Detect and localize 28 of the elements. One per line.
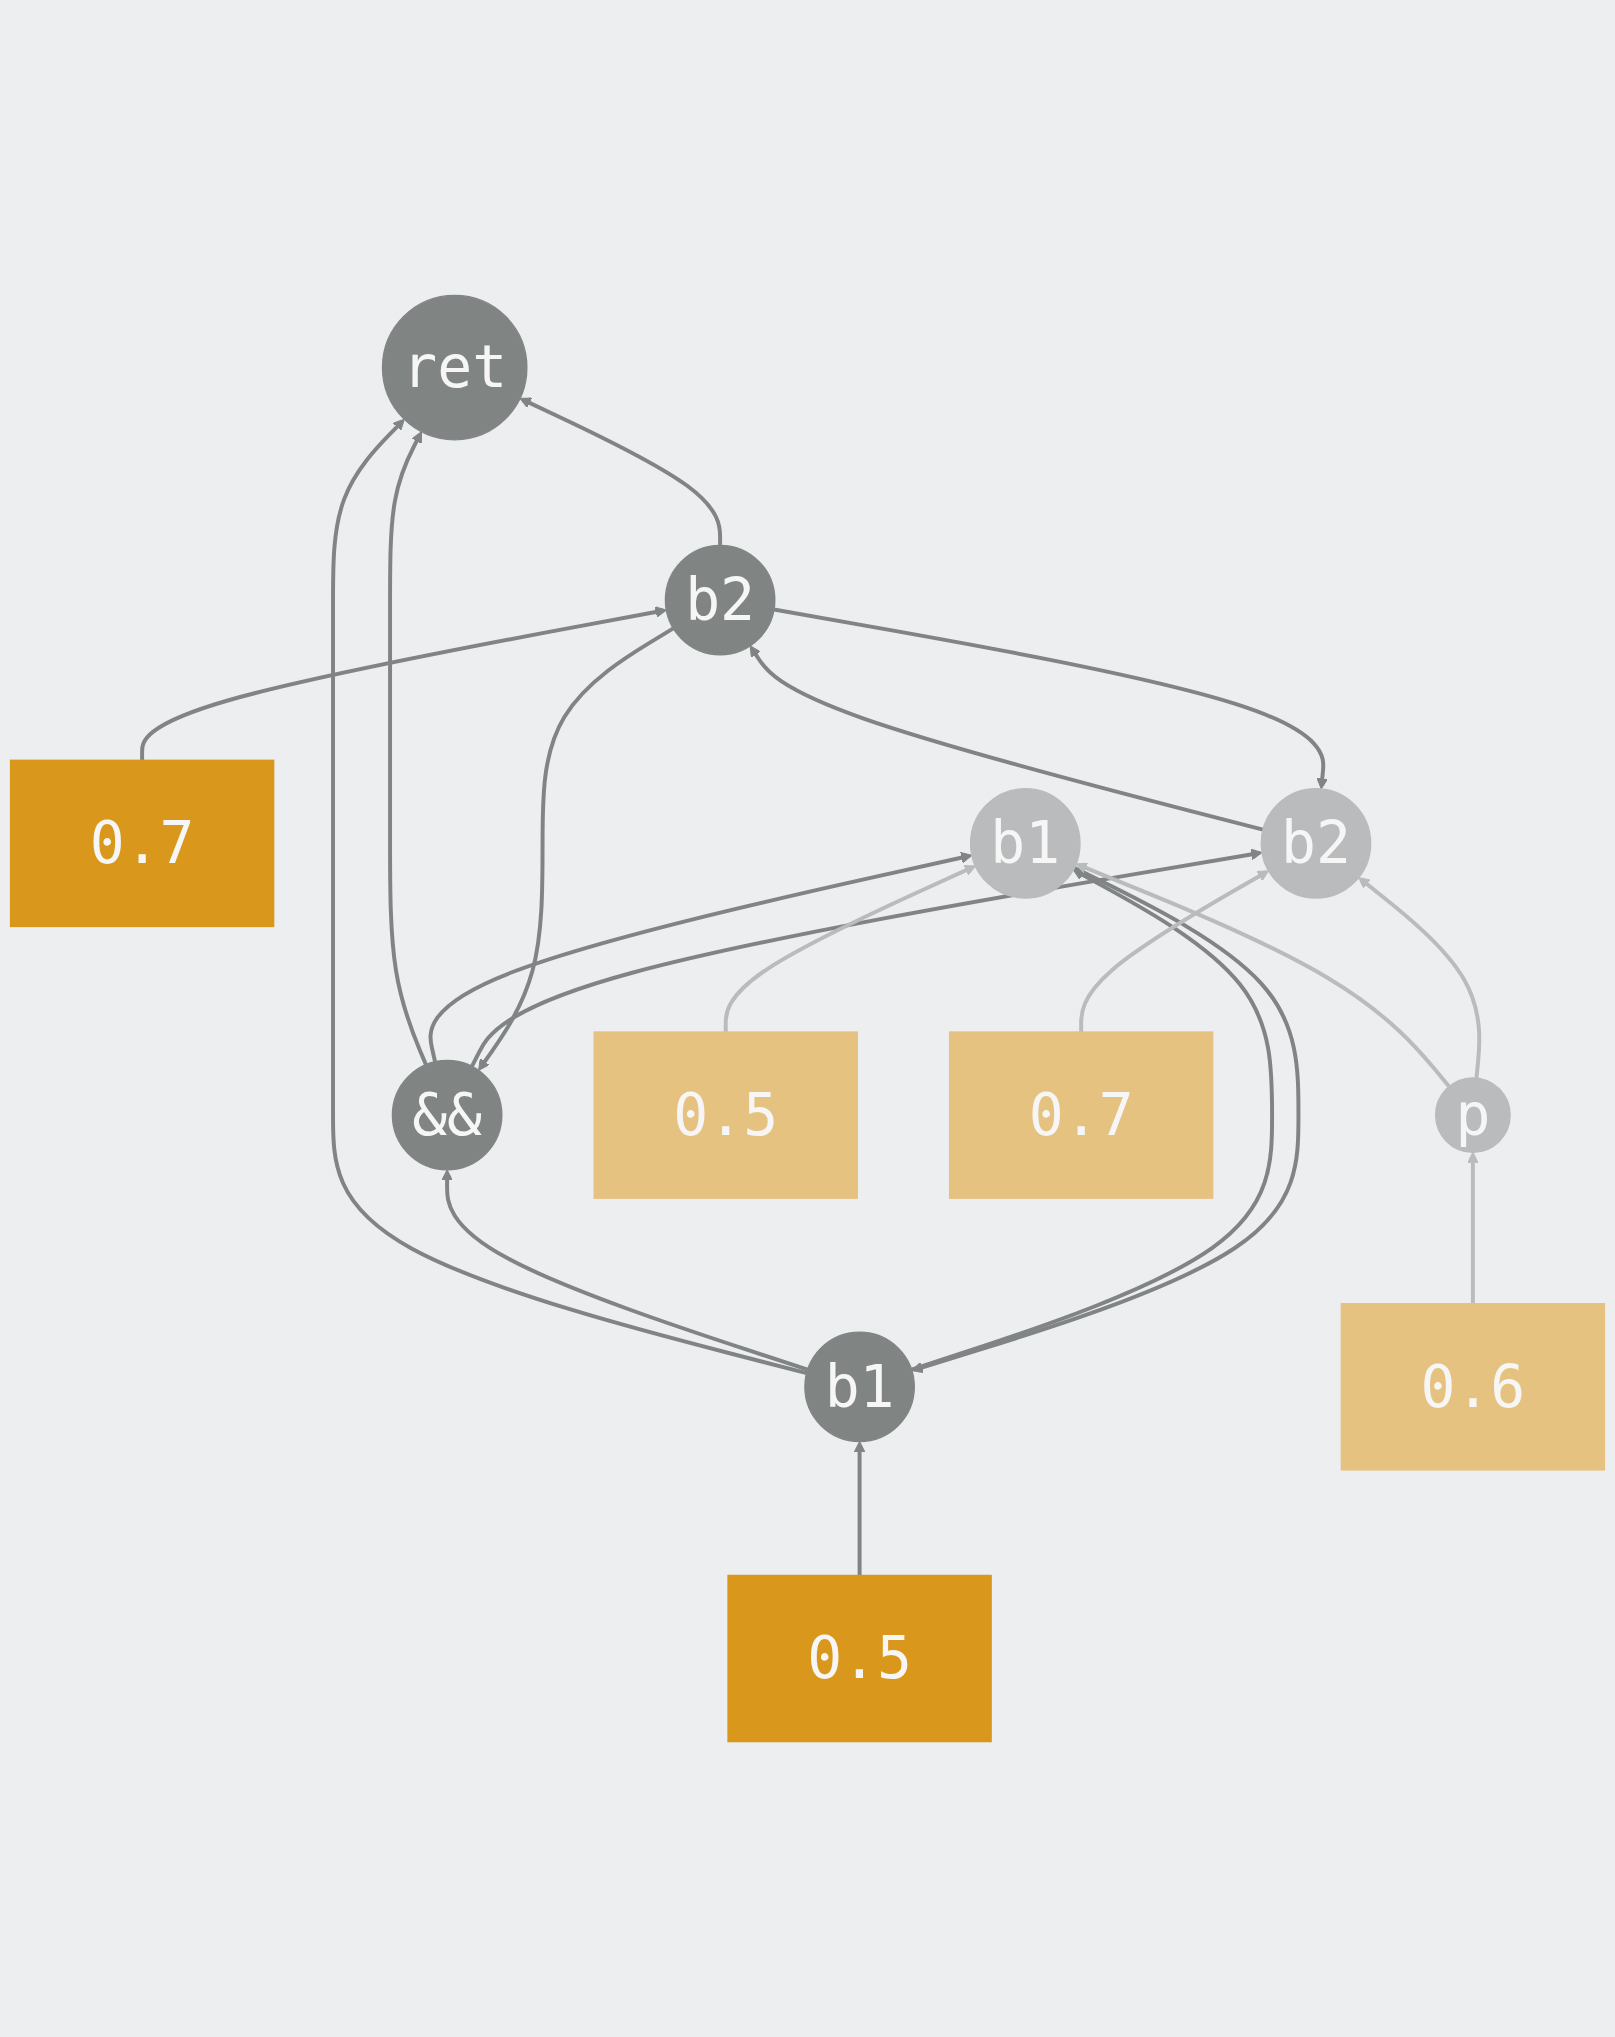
- arrow: [441, 1169, 809, 1372]
- arrow: [723, 865, 976, 1032]
- node-circle: ret: [381, 294, 528, 441]
- node-circle: b1: [969, 788, 1081, 899]
- arrow: [519, 397, 723, 546]
- node-circle: b2: [1260, 788, 1372, 899]
- arrow: [331, 418, 808, 1376]
- node-box: 0.5: [727, 1574, 992, 1743]
- arrow: [470, 848, 1263, 1068]
- arrow: [1075, 862, 1451, 1088]
- arrow: [388, 431, 428, 1066]
- arrow: [749, 645, 1264, 832]
- node-circle: b1: [804, 1331, 915, 1443]
- node-box: 0.7: [948, 1031, 1214, 1199]
- arrow: [428, 851, 973, 1063]
- node-circle: &&: [391, 1059, 503, 1171]
- node-circle: p: [1434, 1077, 1511, 1153]
- arrow: [773, 607, 1328, 790]
- node-circle: b2: [664, 544, 776, 656]
- arrow: [853, 1441, 866, 1576]
- node-box: 0.5: [593, 1031, 858, 1199]
- arrow: [478, 626, 675, 1071]
- arrow: [140, 606, 667, 761]
- arrow: [1358, 877, 1482, 1079]
- node-box: 0.6: [1340, 1303, 1606, 1471]
- arrow: [1079, 870, 1270, 1032]
- node-box: 0.7: [9, 759, 275, 928]
- arrow: [1467, 1151, 1479, 1304]
